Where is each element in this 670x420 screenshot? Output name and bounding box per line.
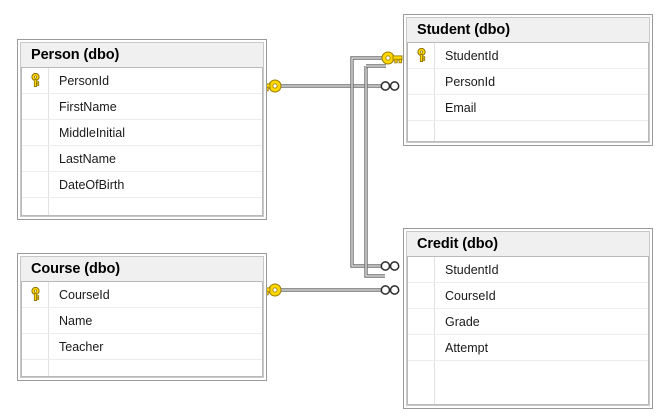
field-name: Grade xyxy=(445,314,480,329)
relationship-student-credit[interactable] xyxy=(350,51,403,271)
table-credit[interactable]: Credit (dbo) StudentId CourseId Grade xyxy=(403,228,653,409)
relationship-routing-riser xyxy=(364,64,386,278)
table-person-title: Person (dbo) xyxy=(21,43,263,67)
primary-key-icon xyxy=(408,48,434,63)
key-gutter-divider xyxy=(434,257,435,404)
field-name: StudentId xyxy=(445,262,499,277)
field-name: Email xyxy=(445,100,477,115)
field-name: Name xyxy=(59,313,93,328)
key-gutter-divider xyxy=(434,43,435,141)
table-row[interactable]: CourseId xyxy=(22,282,262,308)
table-course-title: Course (dbo) xyxy=(21,257,263,281)
table-row[interactable]: Grade xyxy=(408,309,648,335)
table-row[interactable]: PersonId xyxy=(408,69,648,95)
table-student-fields: StudentId PersonId Email xyxy=(407,42,649,142)
key-gutter-divider xyxy=(48,68,49,215)
table-credit-fields: StudentId CourseId Grade Attempt xyxy=(407,256,649,405)
field-name: FirstName xyxy=(59,99,117,114)
table-student-frame: Student (dbo) StudentId xyxy=(406,17,650,143)
table-student-title: Student (dbo) xyxy=(407,18,649,42)
table-row[interactable]: Attempt xyxy=(408,335,648,361)
table-course-fields: CourseId Name Teacher xyxy=(21,281,263,377)
table-row[interactable]: PersonId xyxy=(22,68,262,94)
table-credit-title: Credit (dbo) xyxy=(407,232,649,256)
table-row[interactable]: CourseId xyxy=(408,283,648,309)
table-row[interactable]: MiddleInitial xyxy=(22,120,262,146)
field-name: DateOfBirth xyxy=(59,177,125,192)
table-row[interactable]: StudentId xyxy=(408,257,648,283)
table-row-empty[interactable] xyxy=(22,198,262,215)
table-row-empty[interactable] xyxy=(408,121,648,141)
table-row[interactable]: StudentId xyxy=(408,43,648,69)
table-row-empty[interactable] xyxy=(22,360,262,376)
table-person[interactable]: Person (dbo) PersonId xyxy=(17,39,267,220)
table-row[interactable]: DateOfBirth xyxy=(22,172,262,198)
table-row-empty[interactable] xyxy=(408,361,648,387)
key-endpoint-student xyxy=(381,51,403,65)
table-row[interactable]: FirstName xyxy=(22,94,262,120)
table-row[interactable]: Name xyxy=(22,308,262,334)
field-name: LastName xyxy=(59,151,116,166)
table-course-frame: Course (dbo) CourseId xyxy=(20,256,264,378)
table-person-frame: Person (dbo) PersonId xyxy=(20,42,264,217)
table-row[interactable]: LastName xyxy=(22,146,262,172)
primary-key-icon xyxy=(22,287,48,302)
crowsfoot-endpoint-student-personid xyxy=(380,81,400,91)
field-name: CourseId xyxy=(445,288,496,303)
table-student[interactable]: Student (dbo) StudentId xyxy=(403,14,653,146)
field-name: PersonId xyxy=(59,73,110,88)
table-row[interactable]: Email xyxy=(408,95,648,121)
field-name: MiddleInitial xyxy=(59,125,126,140)
key-gutter-divider xyxy=(48,282,49,376)
field-name: Teacher xyxy=(59,339,104,354)
field-name: PersonId xyxy=(445,74,496,89)
relationship-course-credit[interactable] xyxy=(260,283,400,297)
field-name: Attempt xyxy=(445,340,489,355)
relationship-person-student[interactable] xyxy=(260,79,400,93)
crowsfoot-endpoint-credit-studentid xyxy=(380,261,400,271)
field-name: CourseId xyxy=(59,287,110,302)
crowsfoot-endpoint-credit-courseid xyxy=(380,285,400,295)
primary-key-icon xyxy=(22,73,48,88)
table-row[interactable]: Teacher xyxy=(22,334,262,360)
field-name: StudentId xyxy=(445,48,499,63)
table-person-fields: PersonId FirstName MiddleInitial LastNam… xyxy=(21,67,263,216)
table-credit-frame: Credit (dbo) StudentId CourseId Grade xyxy=(406,231,650,406)
table-course[interactable]: Course (dbo) CourseId xyxy=(17,253,267,381)
